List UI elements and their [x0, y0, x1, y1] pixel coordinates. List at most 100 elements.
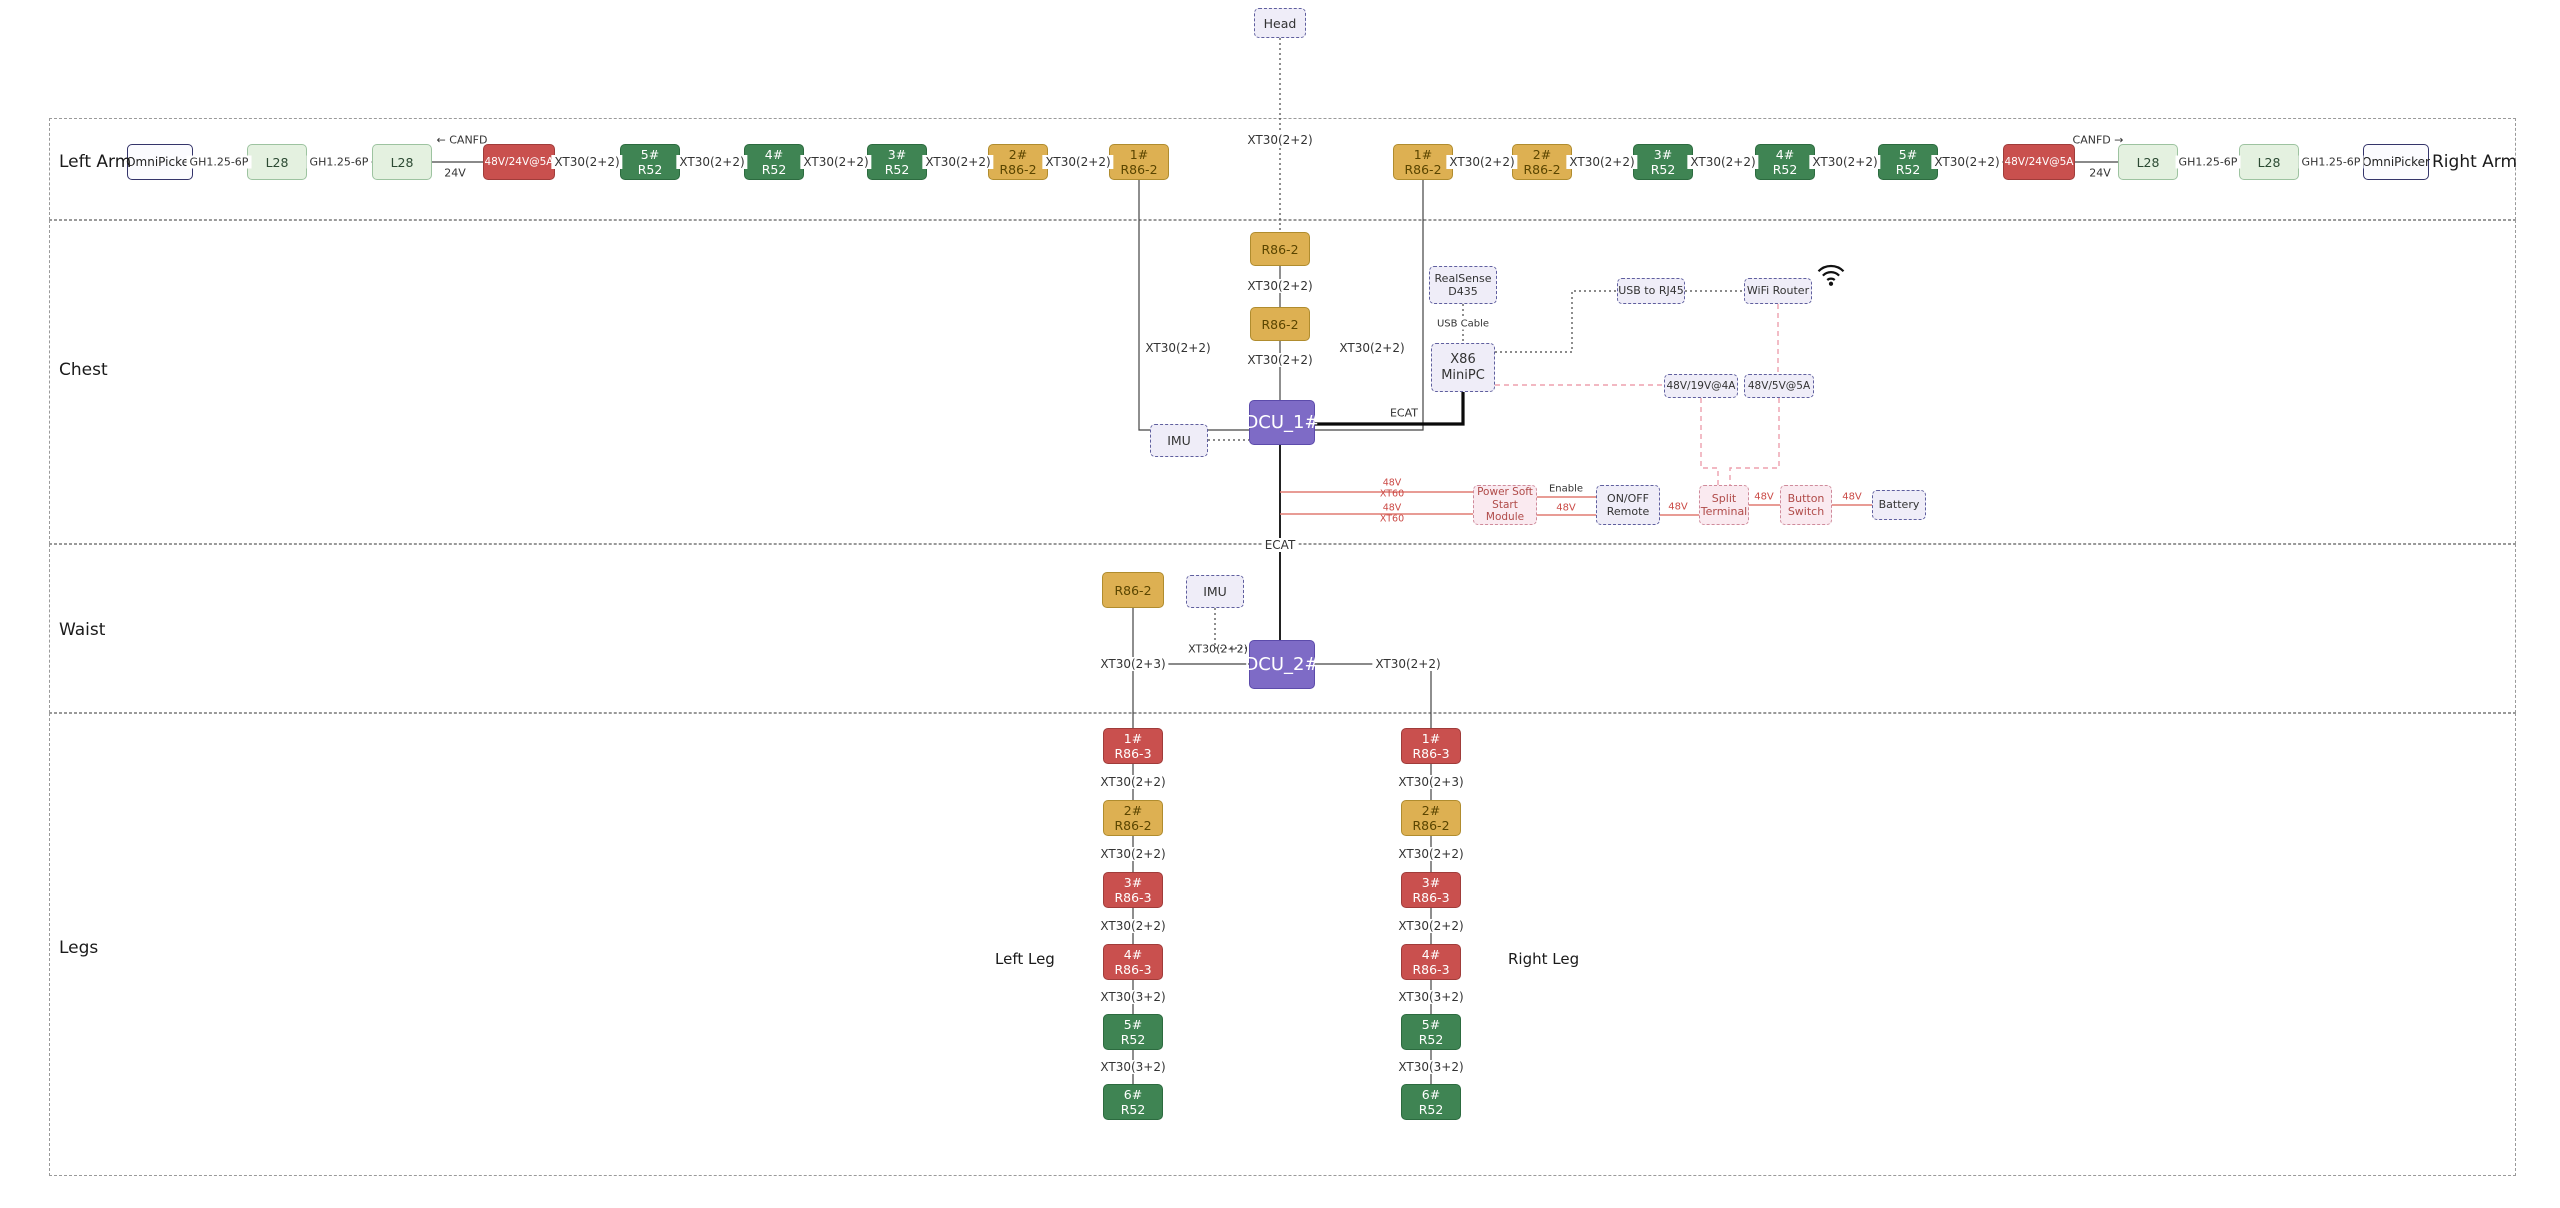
right-arm-l28-2: L28: [2239, 144, 2299, 180]
arrow-right-icon: →: [2114, 133, 2124, 147]
x86-minipc: X86 MiniPC: [1431, 343, 1495, 392]
right-arm-conn-1: XT30(2+2): [1566, 155, 1638, 169]
psm-line1: Power Soft: [1477, 486, 1533, 499]
l28-label: L28: [2136, 154, 2160, 170]
power-label-48v-2: 48V: [1382, 502, 1402, 514]
joint-model: R86-2: [1412, 818, 1450, 833]
joint-num: 3#: [887, 147, 907, 162]
button-line2: Switch: [1787, 505, 1825, 518]
joint-model: R86-3: [1114, 890, 1152, 905]
left-leg-joint-3: 3# R86-3: [1103, 872, 1163, 908]
left-arm-24v-label: 24V: [441, 166, 469, 180]
left-leg-joint-2: 2# R86-2: [1103, 800, 1163, 836]
left-leg-conn-3: XT30(3+2): [1097, 990, 1169, 1004]
split-line1: Split: [1711, 491, 1737, 505]
imu-label: IMU: [1203, 584, 1227, 599]
joint-model: R52: [1895, 162, 1921, 177]
joint-model: R52: [637, 162, 663, 177]
left-arm-joint-5: 5# R52: [620, 144, 680, 180]
right-arm-canfd-label: CANFD →: [2073, 134, 2124, 147]
motor-label: R86-2: [1261, 316, 1299, 332]
right-arm-conn-a: GH1.25-6P: [2175, 155, 2241, 169]
right-arm-joint-4: 4# R52: [1755, 144, 1815, 180]
left-arm-drop-conn: XT30(2+2): [1142, 341, 1214, 355]
right-arm-joint-2: 2# R86-2: [1512, 144, 1572, 180]
right-leg-joint-1: 1# R86-3: [1401, 728, 1461, 764]
converter-48v-19v: 48V/19V@4A: [1664, 374, 1738, 398]
chest-motor-2: R86-2: [1250, 307, 1310, 341]
realsense-line1: RealSense: [1434, 271, 1492, 285]
right-arm-gripper: OmniPicker: [2362, 144, 2430, 180]
imu-label: IMU: [1167, 433, 1191, 448]
right-leg-conn-0: XT30(2+3): [1395, 775, 1467, 789]
waist-left-conn: XT30(2+3): [1097, 657, 1169, 671]
enable-label: Enable: [1548, 483, 1584, 495]
battery-label: Battery: [1878, 498, 1920, 512]
left-arm-conn-4: XT30(2+2): [1042, 155, 1114, 169]
split-terminal: Split Terminal: [1699, 485, 1749, 525]
wifi-icon: [1817, 264, 1845, 286]
minipc-line2: MiniPC: [1441, 367, 1485, 383]
left-arm-joint-1: 1# R86-2: [1109, 144, 1169, 180]
joint-num: 2#: [1123, 803, 1143, 818]
joint-model: R52: [1650, 162, 1676, 177]
left-leg-joint-1: 1# R86-3: [1103, 728, 1163, 764]
joint-num: 4#: [1421, 947, 1441, 962]
joint-num: 1#: [1123, 731, 1143, 746]
joint-num: 3#: [1123, 875, 1143, 890]
power-label-xt60-2: XT60: [1379, 513, 1405, 525]
joint-model: R52: [761, 162, 787, 177]
usb-to-rj45: USB to RJ45: [1617, 278, 1685, 304]
psm-line2: Start Module: [1485, 498, 1525, 524]
left-arm-canfd-label: ← CANFD: [437, 134, 488, 147]
right-arm-24v-label: 24V: [2086, 166, 2114, 180]
right-arm-psu: 48V/24V@5A: [2003, 144, 2075, 180]
remote-line2: Remote: [1606, 505, 1650, 518]
right-arm-joint-1: 1# R86-2: [1393, 144, 1453, 180]
chest-motor-1: R86-2: [1250, 232, 1310, 266]
realsense-camera: RealSense D435: [1429, 266, 1497, 304]
chest-dcu-1: DCU_1#: [1244, 400, 1320, 445]
ecat-label-waist: ECAT: [1261, 538, 1299, 552]
converter-label: 48V/5V@5A: [1747, 379, 1811, 392]
joint-num: 1#: [1421, 731, 1441, 746]
waist-section-frame: [49, 544, 2516, 713]
right-leg-conn-1: XT30(2+2): [1395, 847, 1467, 861]
waist-imu: IMU: [1186, 575, 1244, 608]
power-label-xt60-1: XT60: [1379, 488, 1405, 500]
ecat-label-chest: ECAT: [1389, 406, 1419, 420]
left-arm-l28-1: L28: [247, 144, 307, 180]
left-leg-conn-4: XT30(3+2): [1097, 1060, 1169, 1074]
converter-48v-5v: 48V/5V@5A: [1744, 374, 1814, 398]
right-leg-joint-4: 4# R86-3: [1401, 944, 1461, 980]
joint-model: R86-2: [999, 162, 1037, 177]
joint-num: 1#: [1129, 147, 1149, 162]
waist-section-label: Waist: [59, 620, 106, 640]
legs-section-frame: [49, 713, 2516, 1176]
right-arm-conn-4: XT30(2+2): [1931, 155, 2003, 169]
button-line1: Button: [1787, 491, 1825, 505]
right-arm-l28-1: L28: [2118, 144, 2178, 180]
left-leg-label: Left Leg: [995, 950, 1055, 968]
wifi-router-label: WiFi Router: [1746, 284, 1810, 298]
right-leg-conn-4: XT30(3+2): [1395, 1060, 1467, 1074]
gripper-label: OmniPicker: [2362, 154, 2430, 169]
joint-num: 4#: [1775, 147, 1795, 162]
right-arm-joint-3: 3# R52: [1633, 144, 1693, 180]
on-off-remote: ON/OFF Remote: [1596, 485, 1660, 525]
joint-model: R52: [884, 162, 910, 177]
waist-dcu-2: DCU_2#: [1244, 640, 1320, 689]
remote-line1: ON/OFF: [1607, 491, 1649, 505]
left-arm-psu: 48V/24V@5A: [483, 144, 555, 180]
waist-motor-conn: XT30(2+2): [1188, 642, 1248, 656]
canfd-text: CANFD: [2072, 133, 2111, 147]
left-arm-conn-b: GH1.25-6P: [306, 155, 372, 169]
power-soft-start-module: Power Soft Start Module: [1473, 485, 1537, 525]
waist-motor: R86-2: [1102, 572, 1164, 608]
joint-num: 2#: [1532, 147, 1552, 162]
joint-num: 3#: [1653, 147, 1673, 162]
joint-num: 5#: [640, 147, 660, 162]
left-arm-conn-2: XT30(2+2): [800, 155, 872, 169]
right-arm-drop-conn: XT30(2+2): [1336, 341, 1408, 355]
joint-model: R86-2: [1404, 162, 1442, 177]
